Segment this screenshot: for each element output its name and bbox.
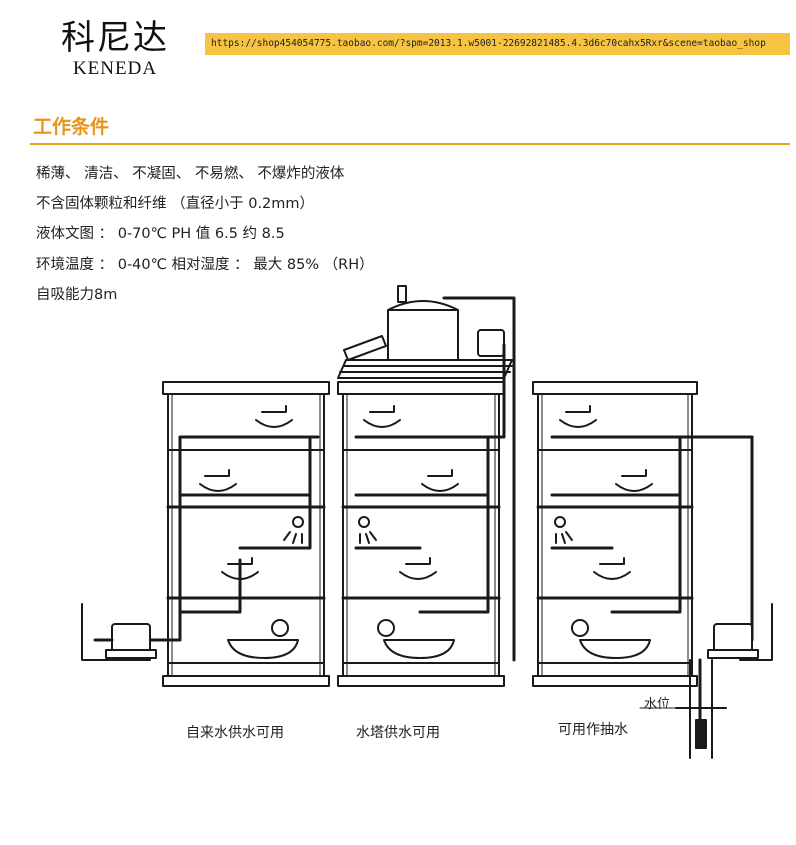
building-tap-water (148, 381, 330, 687)
brand-name-en: KENEDA (72, 58, 158, 79)
condition-line: 稀薄、 清洁、 不凝固、 不易燃、 不爆炸的液体 (36, 166, 345, 182)
pump-right (639, 603, 773, 759)
condition-line: 自吸能力8m (36, 287, 118, 303)
section-title: 工作条件 (33, 116, 110, 138)
section-divider (30, 143, 790, 145)
water-level-label: 水位 (644, 697, 671, 712)
pump-left (81, 603, 157, 661)
condition-line: 不含固体颗粒和纤维 （直径小于 0.2mm） (36, 196, 315, 212)
caption-pumping: 可用作抽水 (558, 722, 628, 738)
caption-tap-water: 自来水供水可用 (186, 725, 284, 741)
building-water-tower (337, 285, 516, 687)
brand-name-cn: 科尼达 (61, 18, 169, 58)
condition-line: 环境温度 ： 0-40℃ 相对湿度 ： 最大 85% （RH） (36, 257, 374, 273)
shop-url[interactable]: https://shop454054775.taobao.com/?spm=20… (205, 33, 790, 55)
caption-water-tower: 水塔供水可用 (356, 725, 440, 741)
brand-logo: 科尼达 KENEDA (55, 18, 175, 80)
condition-line: 液体文图 ： 0-70℃ PH 值 6.5 约 8.5 (36, 226, 285, 242)
